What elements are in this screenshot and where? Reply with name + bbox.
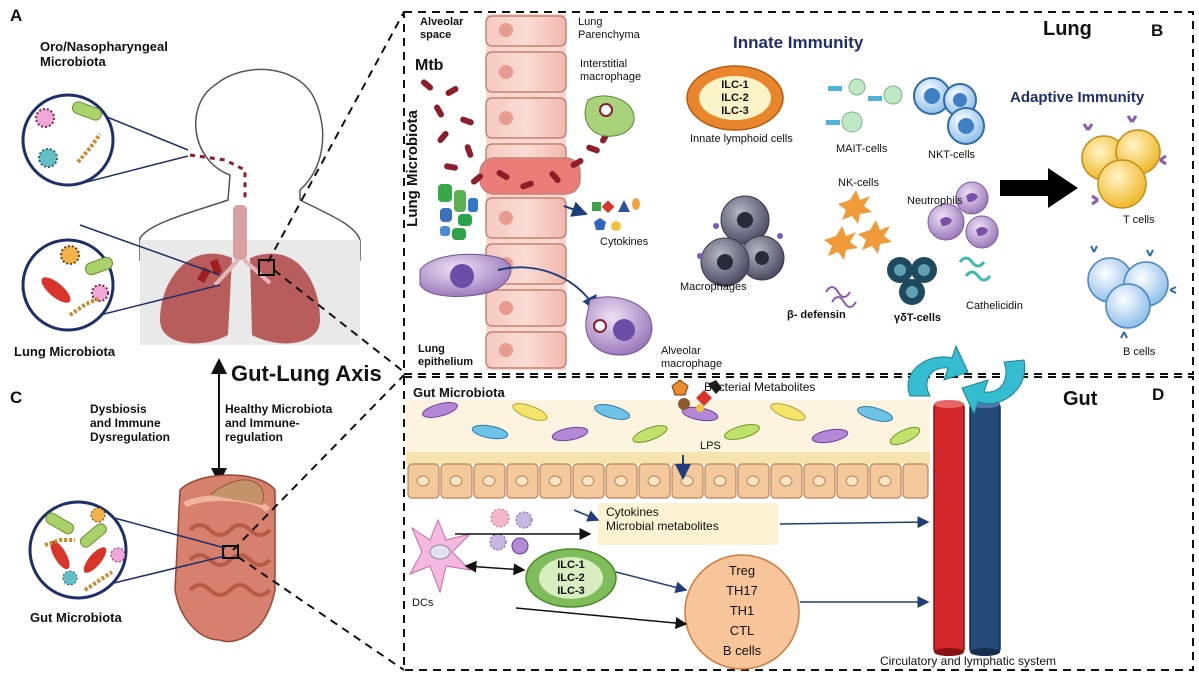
circulatory-label: Circulatory and lymphatic system	[880, 654, 1057, 668]
lung-title: Lung	[1043, 18, 1092, 40]
gut-ilc-line-2: ILC-2	[557, 572, 585, 584]
lungs-illustration	[160, 205, 320, 344]
macrophages-label: Macrophages	[680, 281, 747, 293]
gut-illustration	[174, 474, 276, 643]
alveolar-macrophage-cell	[419, 253, 653, 356]
cytokines-box	[598, 503, 778, 545]
panel-letter-d: D	[1152, 385, 1165, 404]
nk-cells-icon	[824, 190, 892, 260]
t-subsets-label: Treg TH17 TH1 CTL B cells	[702, 561, 782, 661]
alveolar-macrophage-label: Alveolar macrophage	[661, 345, 723, 370]
beta-defensin-label: β- defensin	[787, 309, 846, 321]
dysbiosis-label: Dysbiosis and Immune Dysregulation	[90, 402, 171, 444]
gd-t-cells-label: γδT-cells	[894, 312, 942, 324]
mait-cells-icon	[826, 78, 903, 133]
ilc-label-gut: ILC-1 ILC-2 ILC-3	[547, 559, 595, 598]
lung-microbiota-label: Lung Microbiota	[14, 344, 116, 359]
oro-microbiota-label: Oro/Nasopharyngeal Microbiota	[40, 39, 168, 69]
lung-epithelium-label: Lung epithelium	[418, 343, 474, 368]
gut-zoom-box	[222, 545, 239, 559]
t-subset-2: TH17	[726, 583, 758, 598]
interstitial-macrophage-label: Interstitial macrophage	[580, 58, 642, 83]
adaptive-arrow	[1000, 168, 1078, 208]
lung-parenchyma-label: Lung Parenchyma	[578, 16, 640, 41]
t-subset-5: B cells	[722, 643, 762, 658]
ilc-line-3: ILC-3	[721, 105, 749, 117]
b-cells-icon	[1087, 245, 1177, 339]
macrophages-icon	[697, 195, 785, 287]
alveolar-space-label: Alveolar space	[420, 16, 464, 41]
lung-microbiota-circle	[21, 224, 221, 332]
lung-epithelium-column	[479, 14, 581, 370]
mtb-label: Mtb	[415, 57, 444, 74]
t-subset-1: Treg	[728, 563, 756, 578]
gut-lumen	[406, 400, 930, 452]
beta-defensin-icon	[825, 286, 857, 308]
panel-letter-a: A	[10, 6, 23, 25]
t-cells-label: T cells	[1123, 214, 1155, 226]
gut-microbiota-panel-label: Gut Microbiota	[413, 385, 505, 400]
cytokines-label-lung: Cytokines	[600, 236, 649, 248]
panel-letter-c: C	[10, 388, 23, 407]
gut-ilc-ring-inner	[539, 557, 603, 599]
neutrophils-icon	[927, 181, 999, 249]
adaptive-immunity-title: Adaptive Immunity	[1010, 89, 1145, 106]
mait-cells-label: MAIT-cells	[836, 143, 888, 155]
ilc-line-2: ILC-2	[721, 92, 749, 104]
oro-microbiota-circle	[21, 93, 189, 187]
nkt-cells-icon	[913, 77, 985, 145]
mtb-bacilli	[420, 79, 610, 190]
cytokines-metabolites-label: Cytokines Microbial metabolites	[606, 505, 719, 533]
cathelicidin-label: Cathelicidin	[966, 300, 1023, 312]
lung-microbiota-vertical: Lung Microbiota	[403, 110, 421, 227]
nkt-cells-label: NKT-cells	[928, 149, 976, 161]
t-subset-4: CTL	[729, 623, 755, 638]
interstitial-macrophage-cell	[584, 95, 635, 137]
vessels	[933, 400, 1001, 656]
gut-epithelium-row	[406, 452, 930, 499]
cathelicidin-icon	[958, 256, 992, 282]
gut-lung-axis-title: Gut-Lung Axis	[231, 361, 382, 386]
gut-blue-arrows	[573, 509, 930, 608]
dcs-label: DCs	[412, 597, 434, 609]
gut-title: Gut	[1063, 388, 1098, 410]
lung-microbiota-cluster	[438, 184, 478, 240]
innate-immunity-title: Innate Immunity	[733, 33, 864, 52]
cycle-arrows	[907, 344, 1026, 416]
gut-ilc-line-1: ILC-1	[557, 559, 585, 571]
gut-ilc-line-3: ILC-3	[557, 585, 585, 597]
gut-small-cells	[489, 508, 533, 555]
gut-microbiota-circle	[28, 500, 226, 600]
gut-microbiota-label: Gut Microbiota	[30, 610, 122, 625]
healthy-microbiota-label: Healthy Microbiota and Immune- regulatio…	[225, 402, 333, 444]
panel-letter-b: B	[1151, 21, 1164, 40]
zoom-connectors	[232, 11, 405, 671]
bacterial-metabolites-shapes	[671, 379, 722, 412]
t-subsets-circle	[684, 554, 800, 670]
innate-lymphoid-cells-label: Innate lymphoid cells	[690, 133, 793, 145]
b-cells-label: B cells	[1123, 346, 1156, 358]
bacterial-metabolites-label: Bacterial Metabolites	[704, 380, 816, 394]
lung-zoom-box	[258, 259, 275, 276]
t-cells-icon	[1081, 115, 1167, 209]
gd-t-cells-icon	[887, 257, 937, 305]
gut-black-arrows	[455, 528, 688, 629]
lps-label: LPS	[700, 440, 721, 452]
neutrophils-label: Neutrophils	[907, 195, 963, 207]
ilc-label-lung: ILC-1 ILC-2 ILC-3	[711, 79, 759, 118]
nk-cells-label: NK-cells	[838, 177, 879, 189]
ilc-line-1: ILC-1	[721, 79, 749, 91]
t-subset-3: TH1	[729, 603, 755, 618]
ilc-ring-inner	[699, 76, 771, 120]
